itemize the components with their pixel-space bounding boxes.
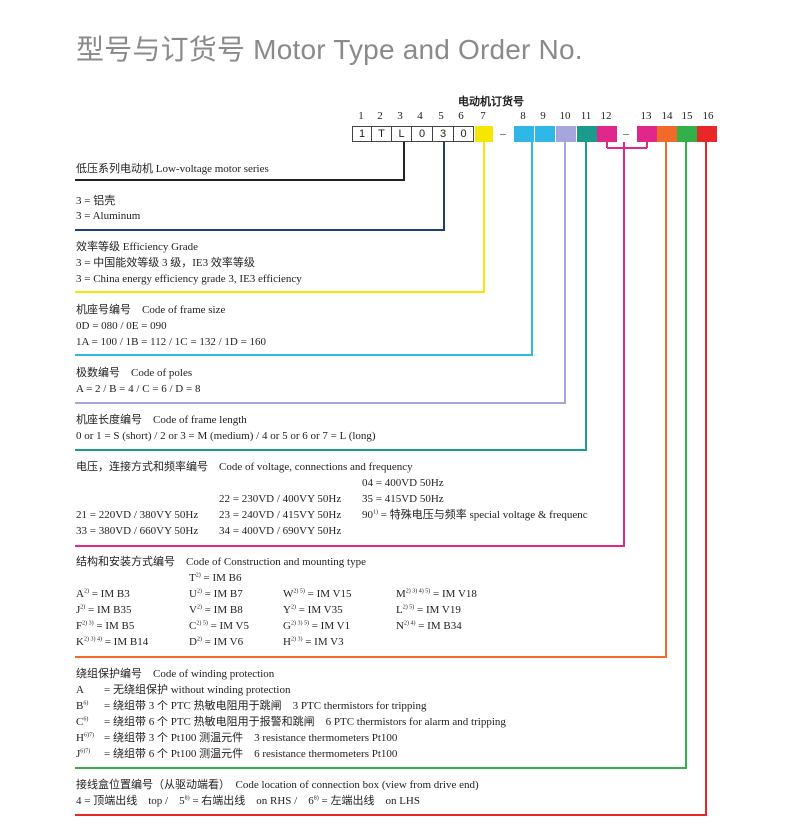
frame-size-title: 机座号编号 Code of frame size [76, 304, 226, 316]
order-box-14 [657, 126, 677, 142]
voltage-code: 34 = 400VD / 690VY 50Hz [219, 525, 342, 537]
position-number: 8 [520, 110, 526, 122]
winding-code: H6)7) [76, 732, 94, 744]
order-box-9 [535, 126, 555, 142]
voltage-code: 22 = 230VD / 400VY 50Hz [219, 493, 342, 505]
frame-size-line: 0D = 080 / 0E = 090 [76, 320, 167, 332]
position-number: 13 [640, 110, 652, 122]
mounting-code: F2) 3) = IM B5 [76, 620, 135, 632]
order-box-7 [475, 126, 493, 142]
mounting-title: 结构和安装方式编号 Code of Construction and mount… [76, 556, 366, 568]
winding-code: C6) [76, 716, 89, 728]
order-box-10 [556, 126, 576, 142]
voltage-code-special: 901) = 特殊电压与频率 special voltage & frequen… [362, 509, 588, 521]
mounting-code: W2) 5) = IM V15 [283, 588, 352, 600]
mounting-code: A2) = IM B3 [76, 588, 130, 600]
winding-code: J6)7) [76, 748, 91, 760]
position-number: 11 [580, 110, 592, 122]
position-number: 5 [438, 110, 444, 122]
position-number: 10 [559, 110, 571, 122]
connector-series [75, 142, 405, 181]
mounting-code: G2) 3) 5) = IM V1 [283, 620, 351, 632]
frame-length-title: 机座长度编号 Code of frame length [76, 414, 247, 426]
position-number: 2 [377, 110, 383, 122]
mounting-code: T2) = IM B6 [189, 572, 242, 584]
mounting-code: M2) 3) 4) 5) = IM V18 [396, 588, 477, 600]
winding-code: A [76, 684, 84, 696]
position-number: 16 [702, 110, 714, 122]
mounting-code: C2) 5) = IM V5 [189, 620, 249, 632]
connector-frame-size [75, 142, 533, 356]
winding-code: B6) [76, 700, 89, 712]
position-number: 6 [458, 110, 464, 122]
terminal-title: 接线盒位置编号（从驱动端看） Code location of connecti… [76, 779, 479, 791]
connector-efficiency [75, 142, 485, 293]
position-number: 1 [358, 110, 364, 122]
winding-desc: = 绕组带 6 个 PTC 热敏电阻用于报警和跳闸 6 PTC thermist… [104, 716, 506, 728]
poles-title: 极数编号 Code of poles [76, 367, 193, 379]
position-number: 4 [417, 110, 423, 122]
page-title: 型号与订货号 Motor Type and Order No. [76, 34, 583, 65]
position-number: 12 [600, 110, 612, 122]
position-number: 7 [480, 110, 486, 122]
mounting-code: D2) = IM V6 [189, 636, 244, 648]
separator-dash: – [623, 126, 629, 140]
material-line: 3 = 铝壳 [76, 195, 116, 207]
mounting-code: V2) = IM B8 [189, 604, 243, 616]
series-label: 低压系列电动机 Low-voltage motor series [76, 163, 269, 175]
position-number: 3 [397, 110, 403, 122]
voltage-title: 电压，连接方式和频率编号 Code of voltage, connection… [76, 461, 413, 473]
order-box-11 [577, 126, 597, 142]
winding-desc: = 绕组带 3 个 PTC 热敏电阻用于跳闸 3 PTC thermistors… [104, 700, 427, 712]
efficiency-line: 3 = 中国能效等级 3 级，IE3 效率等级 [76, 257, 255, 269]
connector-winding [75, 142, 687, 769]
separator-dash: – [500, 126, 506, 140]
efficiency-line: 3 = China energy efficiency grade 3, IE3… [76, 273, 302, 285]
voltage-code: 23 = 240VD / 415VY 50Hz [219, 509, 342, 521]
poles-line: A = 2 / B = 4 / C = 6 / D = 8 [76, 383, 201, 395]
connector-frame-length [75, 142, 587, 451]
position-number: 9 [540, 110, 546, 122]
mounting-code: N2) 4) = IM B34 [396, 620, 462, 632]
terminal-line: 4 = 顶端出线 top / 58) = 右端出线 on RHS / 68) =… [76, 795, 420, 807]
frame-size-line: 1A = 100 / 1B = 112 / 1C = 132 / 1D = 16… [76, 336, 267, 348]
order-number-header: 电动机订货号 [458, 96, 524, 108]
order-box-8 [514, 126, 534, 142]
connector-voltage [75, 142, 625, 547]
connector-poles [75, 142, 566, 404]
order-box-12 [597, 126, 617, 142]
mounting-code: K2) 3) 4) = IM B14 [76, 636, 149, 648]
voltage-code: 04 = 400VD 50Hz [362, 477, 444, 489]
material-line: 3 = Aluminum [76, 210, 141, 222]
order-box-6: 0 [453, 126, 474, 142]
efficiency-title: 效率等级 Efficiency Grade [76, 241, 198, 253]
order-box-15 [677, 126, 697, 142]
winding-desc: = 绕组带 6 个 Pt100 测温元件 6 resistance thermo… [104, 748, 398, 760]
winding-title: 绕组保护编号 Code of winding protection [76, 668, 275, 680]
mounting-code: L2) 5) = IM V19 [396, 604, 461, 616]
order-box-13 [637, 126, 657, 142]
mounting-code: J2) = IM B35 [76, 604, 132, 616]
winding-desc: = 绕组带 3 个 Pt100 测温元件 3 resistance thermo… [104, 732, 398, 744]
mounting-code: Y2) = IM V35 [283, 604, 343, 616]
mounting-code: H2) 3) = IM V3 [283, 636, 344, 648]
connector-material [75, 142, 445, 231]
position-number: 15 [681, 110, 693, 122]
order-box-16 [697, 126, 717, 142]
voltage-code: 33 = 380VD / 660VY 50Hz [76, 525, 199, 537]
connector-mounting [75, 142, 667, 658]
mounting-code: U2) = IM B7 [189, 588, 243, 600]
frame-length-line: 0 or 1 = S (short) / 2 or 3 = M (medium)… [76, 430, 376, 442]
voltage-code: 21 = 220VD / 380VY 50Hz [76, 509, 199, 521]
voltage-code: 35 = 415VD 50Hz [362, 493, 444, 505]
connector-terminal [75, 142, 707, 816]
position-number: 14 [661, 110, 673, 122]
winding-desc: = 无绕组保护 without winding protection [104, 684, 291, 696]
